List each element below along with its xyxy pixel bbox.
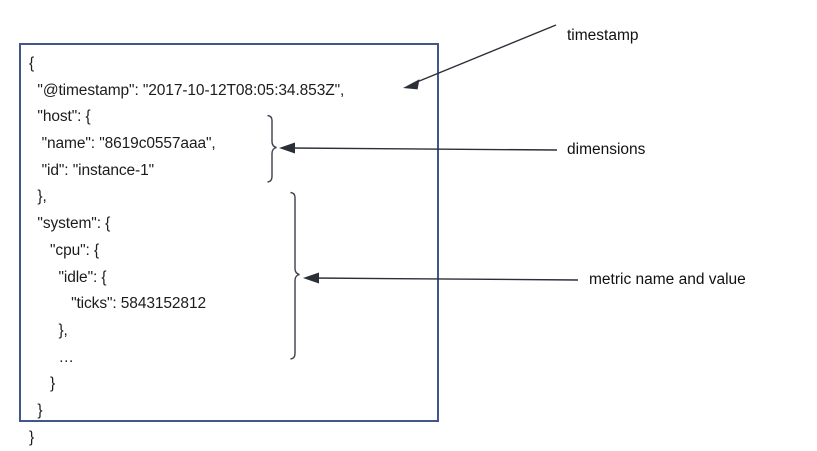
json-line: } bbox=[29, 401, 43, 419]
annotation-label-dimensions: dimensions bbox=[567, 141, 646, 158]
json-line: "system": { bbox=[29, 215, 111, 233]
json-line: }, bbox=[29, 321, 68, 339]
json-document-panel: { "@timestamp": "2017-10-12T08:05:34.853… bbox=[19, 43, 439, 446]
diagram-root: { "@timestamp": "2017-10-12T08:05:34.853… bbox=[19, 24, 746, 446]
json-line: }, bbox=[29, 188, 47, 206]
json-line: "ticks": 5843152812 bbox=[29, 295, 206, 313]
json-line: "host": { bbox=[29, 108, 91, 126]
json-code-block: { "@timestamp": "2017-10-12T08:05:34.853… bbox=[29, 51, 344, 451]
json-line: { bbox=[29, 55, 35, 72]
json-line: "cpu": { bbox=[29, 241, 100, 259]
annotation-label-timestamp: timestamp bbox=[567, 27, 639, 44]
json-line: "@timestamp": "2017-10-12T08:05:34.853Z"… bbox=[29, 81, 345, 99]
json-line: "name": "8619c0557aaa", bbox=[29, 135, 216, 153]
json-line: } bbox=[29, 375, 56, 393]
json-line: "id": "instance-1" bbox=[29, 161, 155, 179]
json-line: } bbox=[29, 428, 35, 446]
json-line: "idle": { bbox=[29, 268, 107, 286]
json-line: … bbox=[29, 348, 74, 366]
annotation-label-metric: metric name and value bbox=[589, 271, 746, 288]
